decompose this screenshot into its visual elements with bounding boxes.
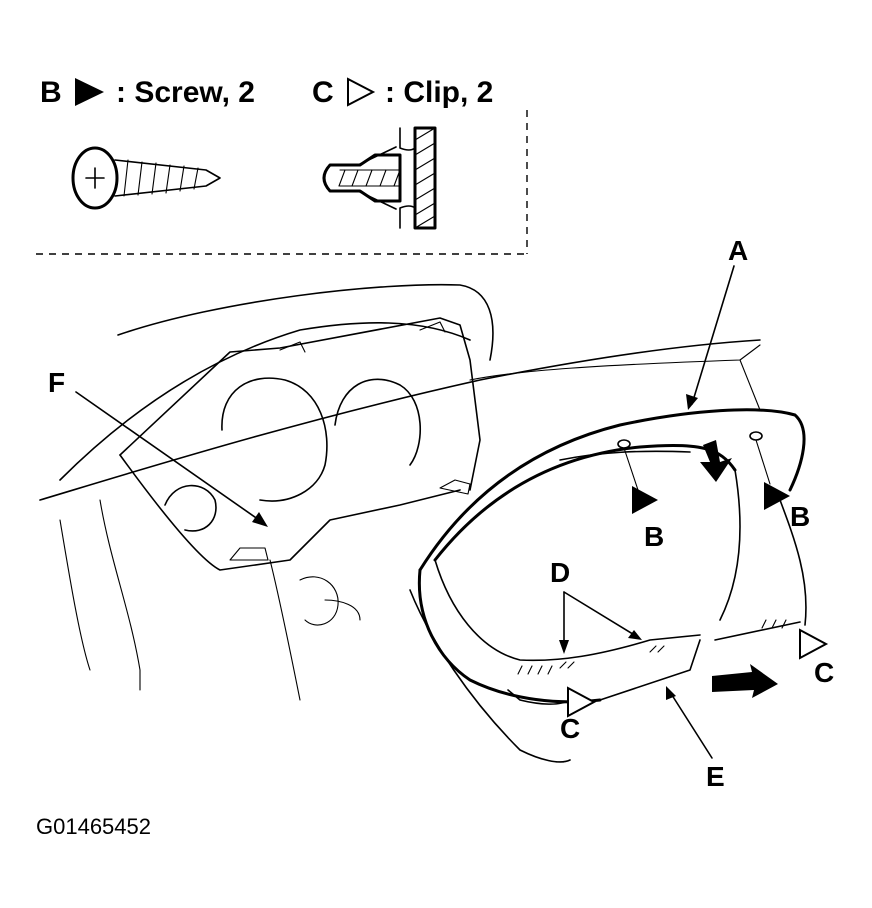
instrument-panel-cover (409, 408, 807, 763)
removal-arrow-icon (712, 664, 778, 698)
screw-marker-icon (764, 482, 790, 510)
clip-icon (322, 126, 437, 230)
legend-clip-text: : Clip, 2 (385, 76, 493, 109)
label-e: E (706, 761, 725, 792)
dashboard-outline (39, 283, 761, 701)
clip-marker-icon (799, 628, 829, 660)
screw-marker-icon (75, 78, 104, 106)
label-c-bottom: C (560, 713, 580, 744)
screw-icon (71, 146, 221, 210)
legend-screw-letter: B (40, 76, 62, 109)
clip-location (517, 665, 553, 675)
legend-screw-text: : Screw, 2 (116, 76, 255, 109)
screw-hole-icon (617, 439, 631, 449)
clip-location (761, 619, 787, 629)
screw-marker-icon (632, 486, 658, 514)
label-f: F (48, 367, 65, 398)
label-a: A (728, 235, 748, 266)
clip-marker-icon (567, 686, 597, 718)
legend: B : Screw, 2 C : Clip, 2 (36, 76, 528, 255)
screw-guide-line (755, 439, 771, 485)
hook-location (649, 645, 665, 653)
removal-arrow-icon (700, 440, 732, 482)
leader-lines (75, 265, 735, 759)
clip-marker-icon (347, 77, 376, 107)
screw-hole-icon (749, 431, 763, 441)
figure-id: G01465452 (36, 814, 151, 839)
screw-guide-line (623, 447, 639, 491)
label-b-left: B (644, 521, 664, 552)
hook-location (559, 661, 575, 669)
legend-clip-letter: C (312, 76, 334, 109)
label-d: D (550, 557, 570, 588)
label-c-right: C (814, 657, 834, 688)
label-b-right: B (790, 501, 810, 532)
